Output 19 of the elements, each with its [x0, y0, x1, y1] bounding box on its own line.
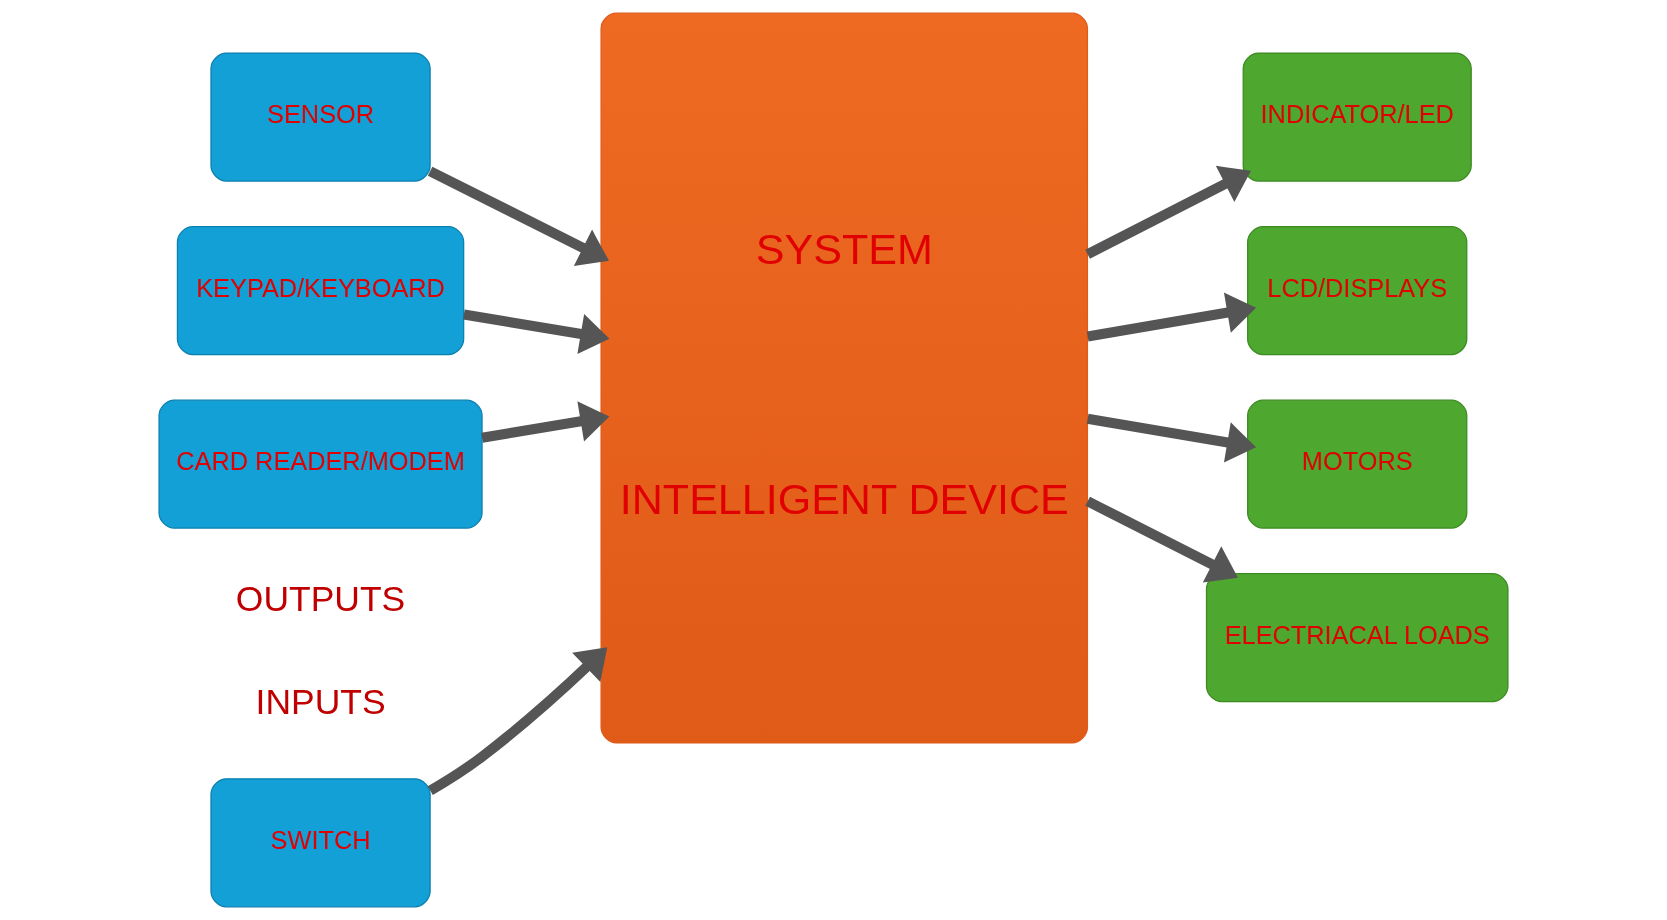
arrow — [1085, 165, 1251, 259]
node-box: MOTORS — [1247, 399, 1468, 529]
node-box: LCD/DISPLAYS — [1247, 226, 1468, 356]
node-box: INDICATOR/LED — [1242, 52, 1472, 182]
node-box: CARD READER/MODEM — [158, 399, 483, 529]
label: OUTPUTS — [235, 578, 406, 619]
node-box: SENSOR — [210, 52, 431, 182]
arrow — [427, 647, 608, 795]
node-box: SYSTEM INTELLIGENT DEVICE — [600, 12, 1089, 744]
arrow — [1085, 496, 1238, 583]
arrow — [481, 401, 610, 443]
arrow — [427, 166, 609, 267]
label: INPUTS — [255, 681, 386, 722]
arrow — [1086, 413, 1257, 463]
node-box: ELECTRIACAL LOADS — [1205, 573, 1509, 703]
node-box: KEYPAD/KEYBOARD — [176, 226, 465, 356]
arrow — [1086, 292, 1257, 342]
node-box: SWITCH — [210, 778, 431, 908]
arrow — [463, 309, 610, 355]
